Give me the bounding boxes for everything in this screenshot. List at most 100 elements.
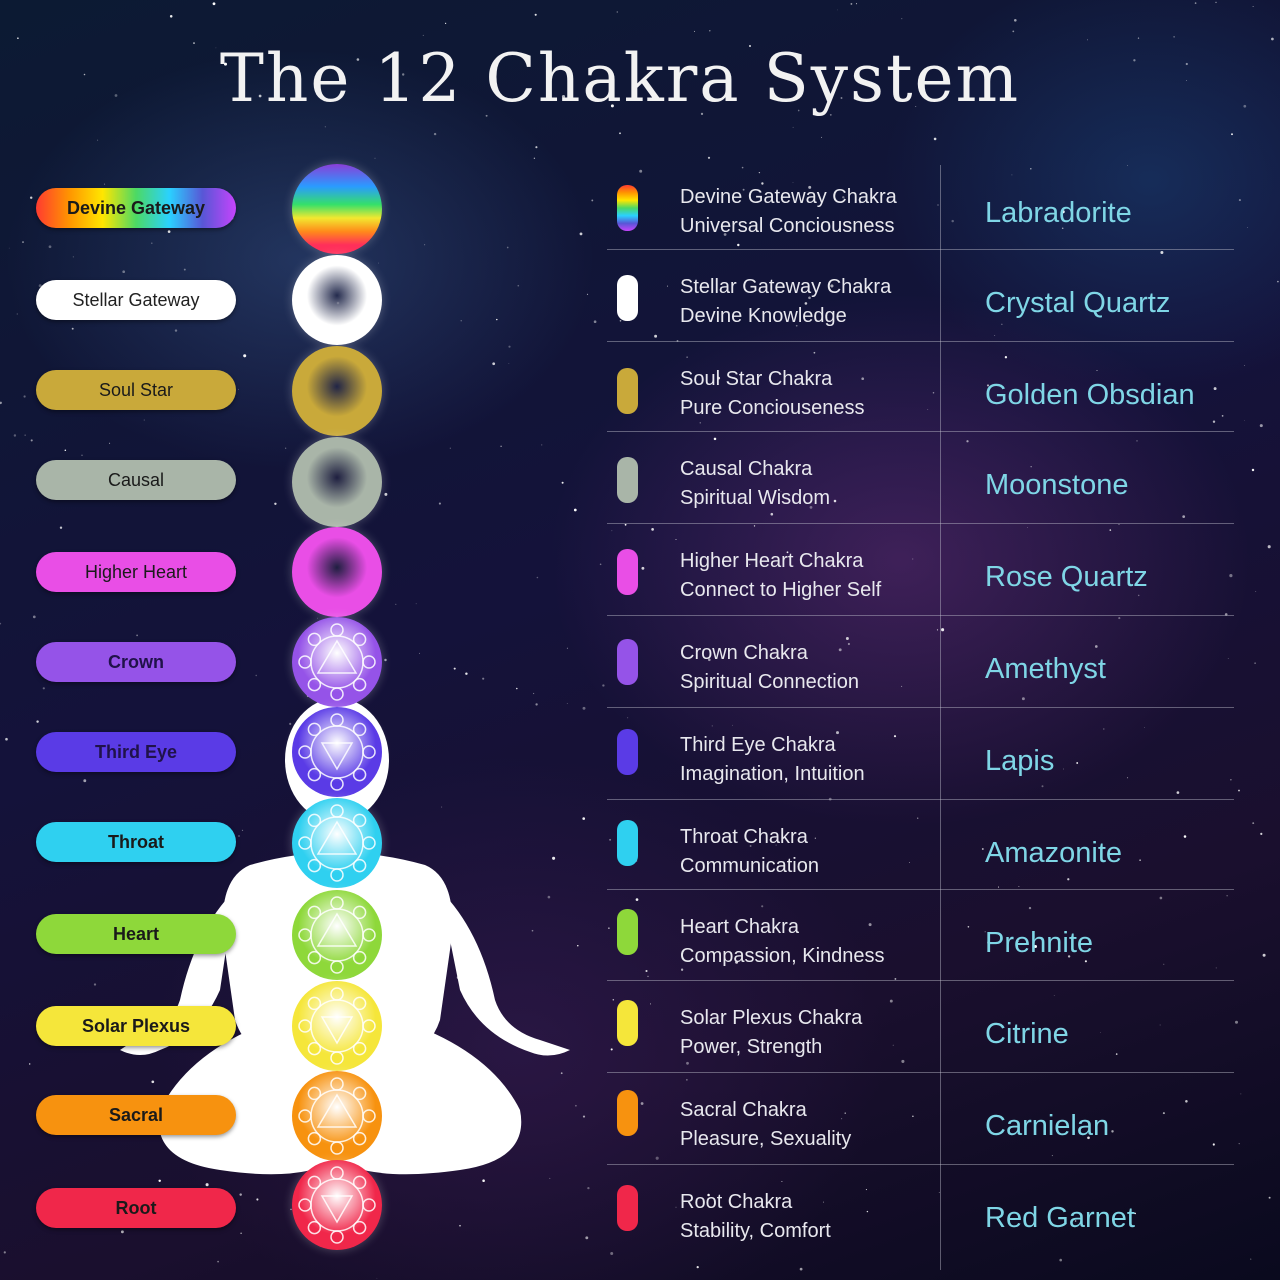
- row-divider: [607, 707, 1234, 708]
- chakra-meaning: Power, Strength: [680, 1036, 823, 1058]
- chakra-name: Throat Chakra: [680, 826, 808, 848]
- chakra-name: Heart Chakra: [680, 916, 799, 938]
- chakra-meaning: Pure Conciouseness: [680, 397, 865, 419]
- chakra-name: Higher Heart Chakra: [680, 550, 864, 572]
- row-divider: [607, 431, 1234, 432]
- chakra-orb-third-eye: [292, 707, 382, 797]
- chakra-color-swatch-heart: [617, 909, 638, 955]
- chakra-meaning: Spiritual Connection: [680, 671, 859, 693]
- chakra-color-swatch-devine-gateway: [617, 185, 638, 231]
- chakra-stone-third-eye: Lapis: [985, 745, 1055, 777]
- row-divider: [607, 249, 1234, 250]
- chakra-label-root: Root: [36, 1188, 236, 1228]
- chakra-label-devine-gateway: Devine Gateway: [36, 188, 236, 228]
- chakra-label-sacral: Sacral: [36, 1095, 236, 1135]
- chakra-meaning: Connect to Higher Self: [680, 579, 882, 601]
- chakra-name: Soul Star Chakra: [680, 368, 833, 390]
- chakra-label-soul-star: Soul Star: [36, 370, 236, 410]
- chakra-name: Solar Plexus Chakra: [680, 1007, 863, 1029]
- chakra-label-throat: Throat: [36, 822, 236, 862]
- chakra-color-swatch-root: [617, 1185, 638, 1231]
- chakra-name: Crown Chakra: [680, 642, 808, 664]
- chakra-meaning: Imagination, Intuition: [680, 763, 865, 785]
- chakra-meaning: Compassion, Kindness: [680, 945, 885, 967]
- chakra-stone-heart: Prehnite: [985, 927, 1094, 959]
- chakra-label-text: Devine Gateway: [66, 197, 206, 218]
- chakra-label-text: Sacral: [108, 1104, 164, 1125]
- chakra-name: Causal Chakra: [680, 458, 813, 480]
- chakra-label-text: Throat: [108, 831, 164, 852]
- chakra-name: Third Eye Chakra: [680, 734, 836, 756]
- chakra-orb-heart: [292, 890, 382, 980]
- chakra-stone-root: Red Garnet: [985, 1202, 1135, 1234]
- row-divider: [607, 341, 1234, 342]
- chakra-stone-throat: Amazonite: [985, 837, 1123, 869]
- row-divider: [607, 889, 1234, 890]
- chakra-stone-higher-heart: Rose Quartz: [985, 561, 1148, 593]
- chakra-name: Stellar Gateway Chakra: [680, 276, 892, 298]
- chakra-orb-soul-star: [292, 346, 382, 436]
- row-divider: [607, 980, 1234, 981]
- chakra-orb-higher-heart: [292, 527, 382, 617]
- chakra-stone-causal: Moonstone: [985, 469, 1129, 501]
- chakra-color-swatch-causal: [617, 457, 638, 503]
- chakra-label-solar-plexus: Solar Plexus: [36, 1006, 236, 1046]
- chakra-label-text: Causal: [107, 469, 165, 490]
- chakra-label-text: Root: [115, 1197, 157, 1218]
- chakra-orb-solar-plexus: [292, 981, 382, 1071]
- chakra-stone-sacral: Carnielan: [985, 1110, 1110, 1142]
- chakra-label-text: Solar Plexus: [81, 1015, 191, 1036]
- chakra-label-text: Soul Star: [98, 379, 174, 400]
- chakra-label-higher-heart: Higher Heart: [36, 552, 236, 592]
- chakra-color-swatch-crown: [617, 639, 638, 685]
- chakra-meaning: Spiritual Wisdom: [680, 487, 831, 509]
- chakra-orb-stellar-gateway: [292, 255, 382, 345]
- row-divider: [607, 799, 1234, 800]
- chakra-orb-sacral: [292, 1071, 382, 1161]
- chakra-name: Devine Gateway Chakra: [680, 186, 897, 208]
- chakra-label-heart: Heart: [36, 914, 236, 954]
- chakra-orb-throat: [292, 798, 382, 888]
- chakra-name: Sacral Chakra: [680, 1099, 807, 1121]
- chakra-label-third-eye: Third Eye: [36, 732, 236, 772]
- chakra-label-text: Higher Heart: [84, 561, 188, 582]
- chakra-color-swatch-solar-plexus: [617, 1000, 638, 1046]
- row-divider: [607, 523, 1234, 524]
- chakra-meaning: Communication: [680, 855, 819, 877]
- chakra-orb-devine-gateway: [292, 164, 382, 254]
- page-title: The 12 Chakra System: [219, 40, 1021, 117]
- chakra-orb-causal: [292, 437, 382, 527]
- chakra-color-swatch-third-eye: [617, 729, 638, 775]
- chakra-meaning: Stability, Comfort: [680, 1220, 831, 1242]
- row-divider: [607, 1072, 1234, 1073]
- chakra-stone-soul-star: Golden Obsdian: [985, 379, 1195, 411]
- chakra-label-text: Heart: [112, 923, 160, 944]
- chakra-meaning: Pleasure, Sexuality: [680, 1128, 852, 1150]
- row-divider: [607, 1164, 1234, 1165]
- chakra-color-swatch-stellar-gateway: [617, 275, 638, 321]
- chakra-meaning: Devine Knowledge: [680, 305, 847, 327]
- chakra-orb-root: [292, 1160, 382, 1250]
- chakra-stone-devine-gateway: Labradorite: [985, 197, 1132, 229]
- chakra-orb-crown: [292, 617, 382, 707]
- chakra-color-swatch-higher-heart: [617, 549, 638, 595]
- chakra-stone-stellar-gateway: Crystal Quartz: [985, 287, 1171, 319]
- chakra-label-causal: Causal: [36, 460, 236, 500]
- chakra-label-stellar-gateway: Stellar Gateway: [36, 280, 236, 320]
- chakra-label-text: Stellar Gateway: [72, 289, 200, 310]
- row-divider: [607, 615, 1234, 616]
- chakra-label-text: Crown: [108, 651, 164, 672]
- chakra-meaning: Universal Conciousness: [680, 215, 895, 237]
- chakra-stone-solar-plexus: Citrine: [985, 1018, 1069, 1050]
